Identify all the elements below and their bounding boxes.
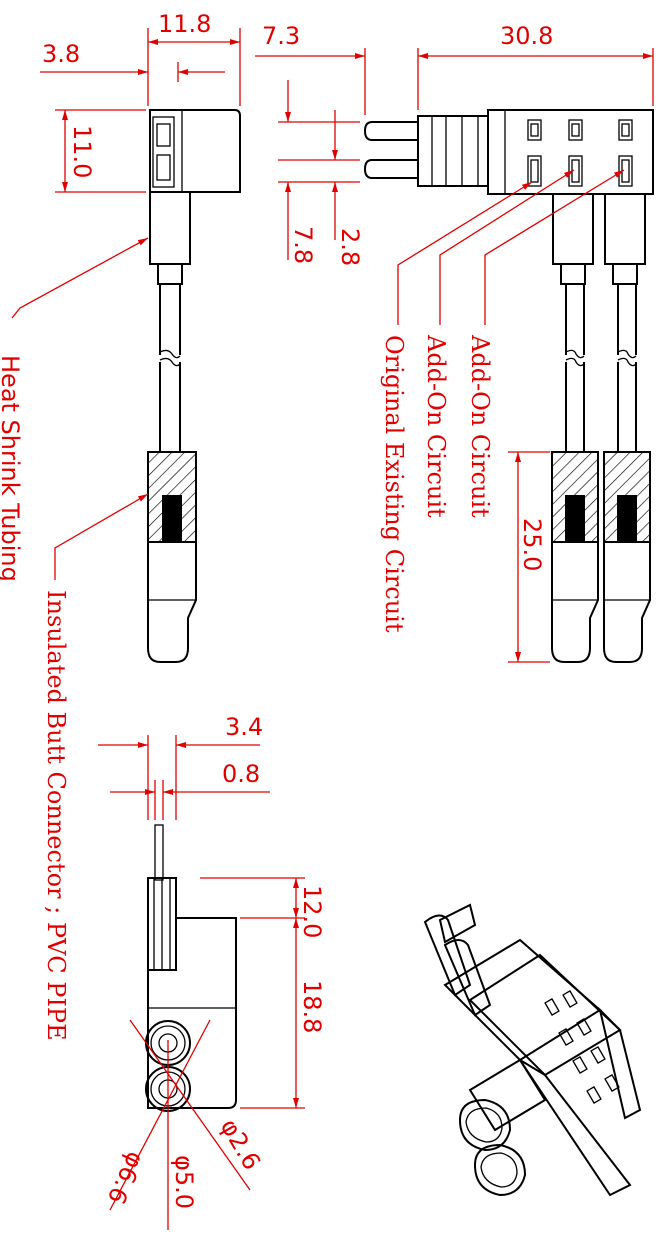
dim-3-4: 3.4 (225, 713, 263, 741)
dim-11-8: 11.8 (158, 10, 211, 38)
leader-lines (11, 169, 625, 580)
side-view-single (147, 109, 241, 663)
dim-2-8: 2.8 (336, 228, 364, 266)
end-view (145, 824, 237, 1112)
dim-30-8: 30.8 (500, 22, 553, 50)
label-heat-shrink: Heat Shrink Tubing (0, 355, 24, 582)
dim-phi-5-0: φ5.0 (170, 1155, 198, 1209)
dim-12-0: 12.0 (298, 885, 326, 938)
label-butt-connector: Insulated Butt Connector ; PVC PIPE (42, 590, 70, 1041)
dim-phi-6-6: φ6.6 (102, 1147, 150, 1208)
dim-0-8: 0.8 (222, 760, 260, 788)
label-add-on-2: Add-On Circuit (466, 334, 494, 518)
dim-7-8: 7.8 (289, 226, 317, 264)
dimension-labels: 11.8 3.8 7.3 30.8 11.0 7.8 2.8 25.0 3.4 … (42, 10, 553, 1209)
label-add-on-1: Add-On Circuit (422, 334, 450, 518)
dim-25-0: 25.0 (518, 518, 546, 571)
dim-7-3: 7.3 (262, 22, 300, 50)
front-view-triple (363, 109, 654, 663)
dimension-lines (40, 28, 654, 1230)
isometric-view (423, 903, 642, 1197)
dim-3-8: 3.8 (42, 40, 80, 68)
dim-18-8: 18.8 (298, 980, 326, 1033)
dim-11-0: 11.0 (68, 125, 96, 178)
part-labels: Heat Shrink Tubing Insulated Butt Connec… (0, 334, 494, 1041)
label-original-circuit: Original Existing Circuit (380, 335, 408, 633)
dim-phi-2-6: φ2.6 (215, 1114, 266, 1175)
